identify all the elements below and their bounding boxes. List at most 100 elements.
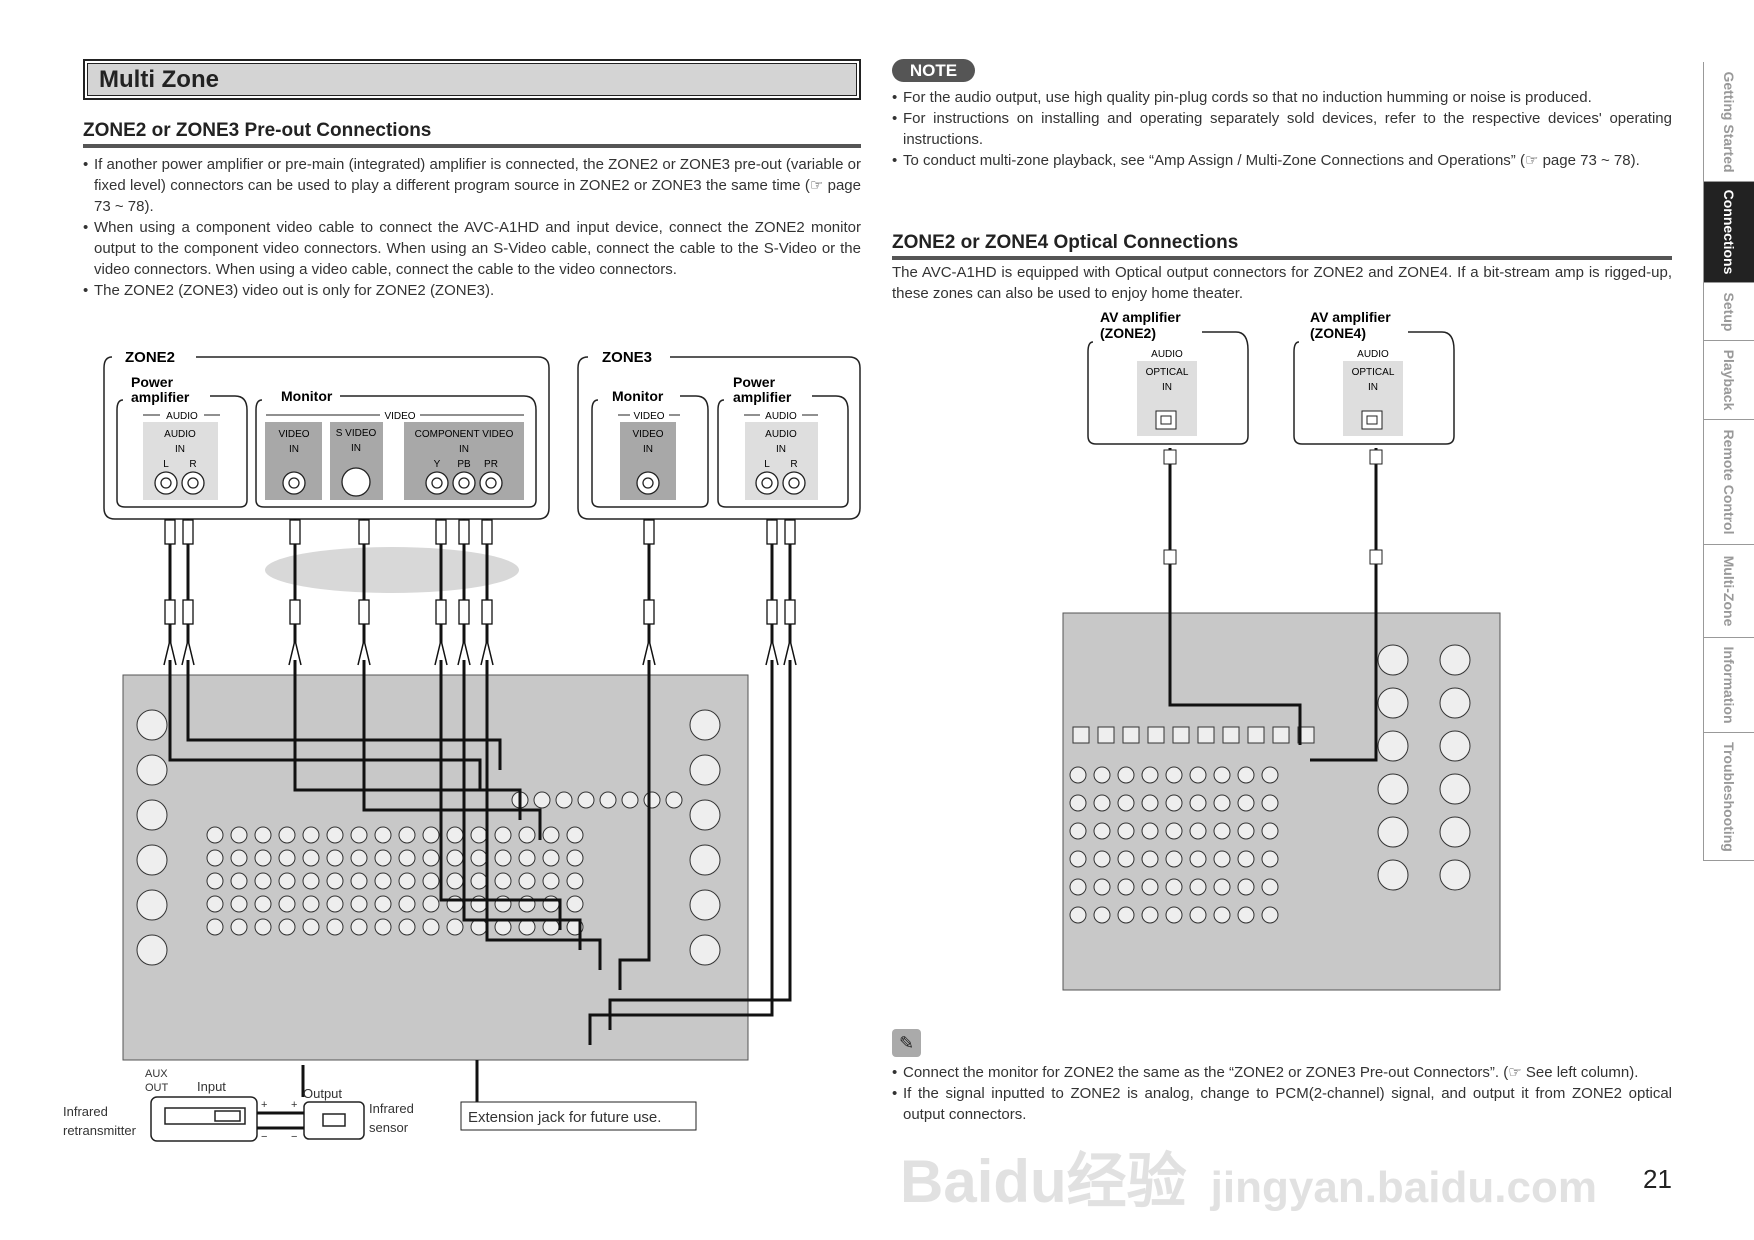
rca-jack [566, 872, 584, 890]
plug [766, 599, 778, 625]
rca-jack [278, 872, 296, 890]
rca-jack [206, 872, 224, 890]
tab-setup[interactable]: Setup [1703, 283, 1754, 341]
arrow [163, 639, 177, 666]
rca-jack [1093, 794, 1111, 812]
tab-troubleshooting[interactable]: Troubleshooting [1703, 733, 1754, 861]
tab-label: Troubleshooting [1721, 741, 1737, 852]
speaker-terminal [136, 709, 168, 741]
rca-jack [1237, 850, 1255, 868]
plug [358, 519, 370, 545]
plug [182, 599, 194, 625]
audio-group-label: AUDIO [1357, 349, 1389, 360]
rca-jack [350, 826, 368, 844]
rca-jack [1261, 766, 1279, 784]
rca-jack [518, 895, 536, 913]
baidu-watermark: Baidu经验 jingyan.baidu.com [900, 1150, 1597, 1220]
rca-jack [1069, 850, 1087, 868]
tab-playback[interactable]: Playback [1703, 341, 1754, 420]
rca-jack [326, 872, 344, 890]
rca-jack [1213, 850, 1231, 868]
rca-jack [302, 918, 320, 936]
rca-jack [1189, 850, 1207, 868]
rca-jack [446, 849, 464, 867]
rca-jack [1141, 794, 1159, 812]
rca-jack [621, 791, 639, 809]
arrow [765, 639, 779, 666]
svideo-in-label: IN [351, 443, 361, 454]
cable [462, 660, 582, 950]
rca-jack [1189, 822, 1207, 840]
tab-getting-started[interactable]: Getting Started [1703, 62, 1754, 182]
page-title: Multi Zone [99, 66, 219, 93]
plus-terminal: + [261, 1099, 267, 1111]
rca-jack [302, 895, 320, 913]
tab-information[interactable]: Information [1703, 638, 1754, 733]
rca-jack [206, 826, 224, 844]
rca-jack [1069, 766, 1087, 784]
rca-jack [230, 918, 248, 936]
rca-jack [470, 849, 488, 867]
rca-jack [1261, 794, 1279, 812]
rca-jack [1189, 794, 1207, 812]
cable [608, 660, 792, 1030]
optical-jack [1097, 726, 1115, 744]
tab-label: Playback [1721, 349, 1737, 411]
video-group-label: VIDEO [633, 411, 664, 422]
rca-jack [518, 826, 536, 844]
plug [784, 599, 796, 625]
rca-jack [470, 895, 488, 913]
optical-in-label: IN [1162, 382, 1172, 393]
optical-jack [1247, 726, 1265, 744]
cable-band [265, 547, 519, 593]
video-in-label: VIDEO [278, 429, 309, 440]
page-title-box: Multi Zone [83, 59, 861, 100]
rca-jack [398, 918, 416, 936]
rca-jack [1261, 850, 1279, 868]
rca-jack [1237, 822, 1255, 840]
video-in-label: IN [643, 444, 653, 455]
rca-jack [350, 872, 368, 890]
rca-jack [1093, 906, 1111, 924]
rca-jack [1213, 766, 1231, 784]
tab-remote-control[interactable]: Remote Control [1703, 420, 1754, 545]
bullet: To conduct multi-zone playback, see “Amp… [892, 150, 1672, 171]
rca-jack [1165, 766, 1183, 784]
power-amp-label: amplifier [733, 389, 792, 405]
rca-jack [1261, 878, 1279, 896]
speaker-terminal [689, 934, 721, 966]
rca-jack [470, 826, 488, 844]
rca-jack [599, 791, 617, 809]
rca-jack [254, 849, 272, 867]
rca-jack [254, 826, 272, 844]
audio-in-label: IN [175, 444, 185, 455]
rca-jack [1093, 766, 1111, 784]
preout-bullets: If another power amplifier or pre-main (… [83, 154, 861, 301]
pr-label: PR [484, 459, 498, 470]
rca-jack [1069, 794, 1087, 812]
rca-jack [1141, 766, 1159, 784]
rca-jack [206, 895, 224, 913]
rca-jack [470, 872, 488, 890]
rca-jack [326, 849, 344, 867]
plug [435, 519, 447, 545]
rca-jack [1117, 794, 1135, 812]
rca-jack [350, 918, 368, 936]
tab-label: Getting Started [1721, 70, 1737, 173]
tab-multi-zone[interactable]: Multi-Zone [1703, 545, 1754, 638]
rca-jack [374, 849, 392, 867]
optical-jack [1297, 726, 1315, 744]
right-channel-label: R [189, 459, 196, 470]
speaker-terminal [1377, 816, 1409, 848]
arrow [357, 639, 371, 666]
speaker-terminal [689, 709, 721, 741]
rca-jack [1261, 906, 1279, 924]
rca-jack [542, 826, 560, 844]
input-label: Input [197, 1079, 226, 1094]
av-amp-zone2-label: AV amplifier [1100, 309, 1181, 325]
tab-connections[interactable]: Connections [1703, 182, 1754, 283]
cable [588, 660, 774, 1045]
speaker-terminal [136, 934, 168, 966]
tab-label: Setup [1721, 292, 1737, 331]
cable [618, 660, 651, 990]
